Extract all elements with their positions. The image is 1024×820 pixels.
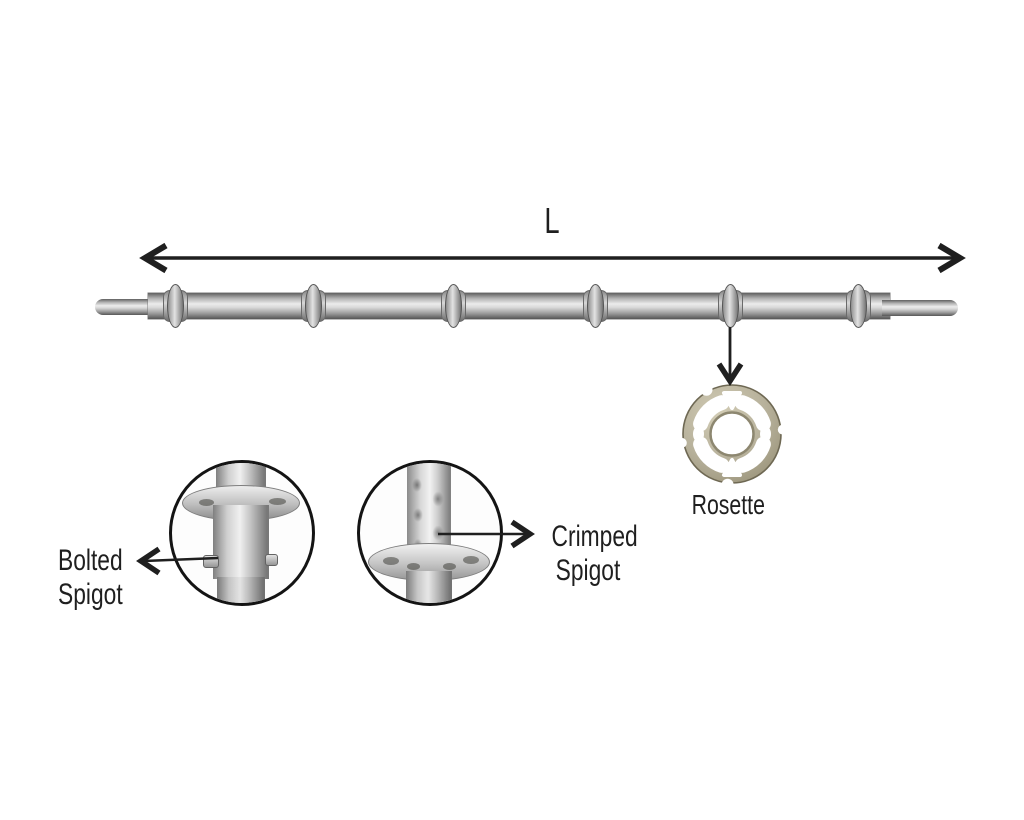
pole-rosette	[304, 284, 322, 328]
spigot-sleeve-tube	[213, 505, 269, 579]
spigot-bolt-head	[203, 555, 219, 568]
rosette-label: Rosette	[673, 491, 783, 519]
bolted-spigot-photo	[169, 460, 315, 606]
crimped-spigot-label-line2: Spigot	[555, 554, 621, 587]
lower-standard-tube	[406, 571, 452, 603]
rosette-centre-hole	[709, 411, 755, 457]
length-dimension-label: L	[512, 203, 592, 239]
rosette-rim-notches	[677, 383, 787, 489]
bolted-spigot-label-line2: Spigot	[58, 578, 123, 611]
pole-main-tube	[148, 293, 890, 319]
dimension-arrow	[139, 242, 966, 274]
bolted-spigot-label: Bolted Spigot	[58, 546, 143, 610]
crimped-spigot-label-line1: Crimped	[551, 520, 638, 553]
rosette-small-holes	[693, 391, 771, 477]
pole-right-end-tube	[882, 300, 958, 316]
spigot-bolt-nut	[265, 554, 278, 566]
rosette-large-holes	[693, 395, 771, 473]
crimped-spigot-photo	[357, 460, 503, 606]
pole-rosette	[721, 284, 739, 328]
pole-rosette	[166, 284, 184, 328]
pole-rosette	[586, 284, 604, 328]
crimped-spigot-label: Crimped Spigot	[540, 520, 638, 587]
pole-rosette	[444, 284, 462, 328]
rosette-label-text: Rosette	[691, 489, 765, 520]
pole-rosette	[849, 284, 867, 328]
length-dimension-text: L	[544, 200, 560, 241]
rosette-pointer-arrow	[716, 327, 744, 387]
rosette-detail-image	[677, 383, 787, 489]
bolted-spigot-label-line1: Bolted	[58, 544, 123, 577]
lower-standard-tube	[217, 577, 265, 603]
